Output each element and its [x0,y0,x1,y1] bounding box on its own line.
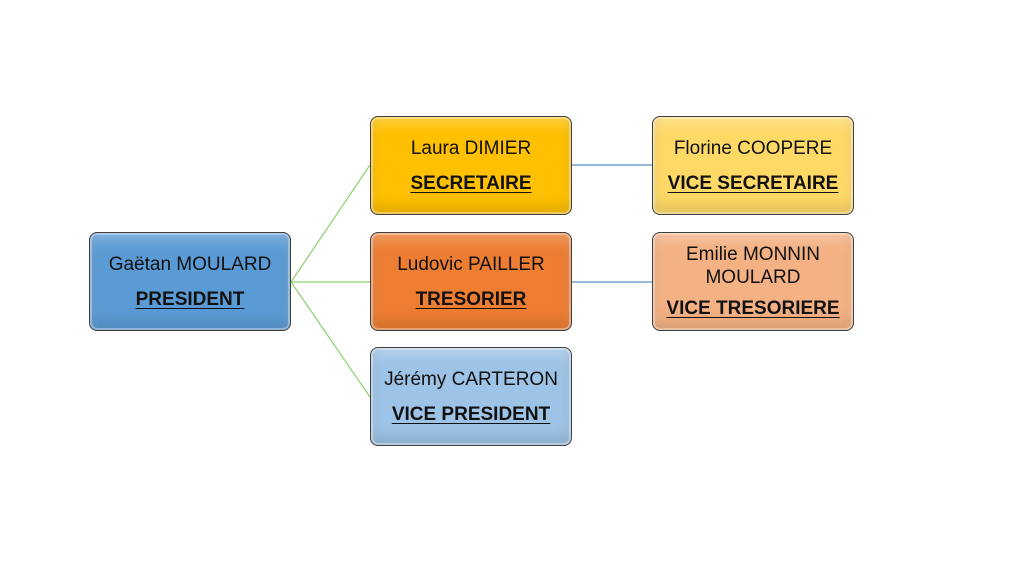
node-president: Gaëtan MOULARD PRESIDENT [89,232,291,331]
node-name: Laura DIMIER [410,137,532,159]
node-role: SECRETAIRE [410,172,532,194]
node-vice-president: Jérémy CARTERON VICE PRESIDENT [370,347,572,446]
node-vice-tresoriere: Emilie MONNIN MOULARD VICE TRESORIERE [652,232,854,331]
node-role: TRESORIER [415,288,527,310]
node-secretaire: Laura DIMIER SECRETAIRE [370,116,572,215]
node-name: Ludovic PAILLER [397,253,545,275]
node-role: VICE PRESIDENT [391,403,551,425]
node-name: Jérémy CARTERON [384,368,558,390]
connector-president-vice-president [290,281,371,398]
node-tresorier: Ludovic PAILLER TRESORIER [370,232,572,331]
node-name: Florine COOPERE [673,137,833,159]
node-name: Gaëtan MOULARD [108,253,272,275]
node-role: PRESIDENT [135,288,245,310]
connector-president-secretaire [290,164,371,283]
node-vice-secretaire: Florine COOPERE VICE SECRETAIRE [652,116,854,215]
node-role: VICE TRESORIERE [666,298,840,319]
node-name: Emilie MONNIN MOULARD [685,244,821,288]
node-role: VICE SECRETAIRE [667,172,839,194]
